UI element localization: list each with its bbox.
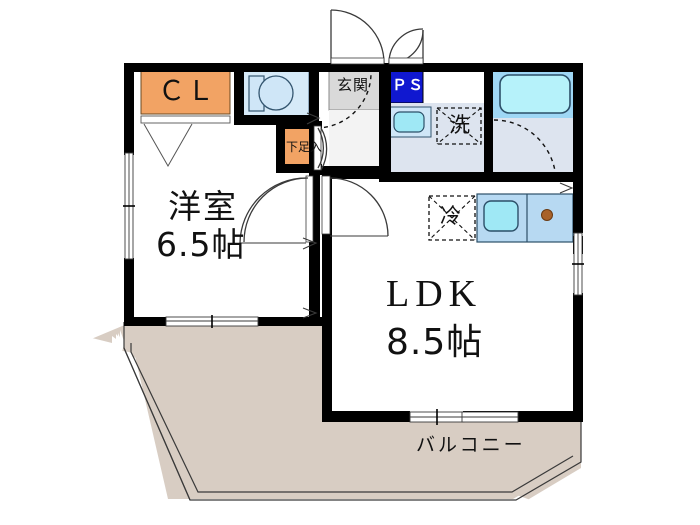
washer-space [436, 107, 482, 145]
entrance-genkan [328, 67, 383, 172]
window-ldk-right [572, 232, 584, 296]
hinge-markers [302, 112, 574, 319]
door-swings [239, 9, 424, 244]
door-pipe-space [388, 28, 424, 65]
sliding-door-bedroom-balcony [165, 315, 259, 328]
kitchen-counter [428, 193, 574, 243]
windows [123, 152, 584, 296]
room-label-washitsu-name: 洋室 [168, 187, 238, 226]
door-ldk-hall [321, 175, 389, 237]
fixture-label-shoe-box: 下足入 [286, 140, 323, 154]
door-toilet [315, 72, 372, 129]
room-label-washitsu-size: 6.5帖 [156, 225, 246, 264]
sliding-doors [165, 315, 519, 425]
fixture-label-balcony: バルコニー [416, 434, 526, 456]
fixture-label-closet: ＣＬ [158, 76, 216, 106]
bathroom-unit [492, 70, 578, 183]
fixture-label-entrance: 玄関 [337, 76, 370, 94]
sliding-door-ldk-balcony [409, 409, 519, 425]
fixture-label-washer: 洗 [449, 113, 470, 137]
closet-cl [140, 69, 231, 168]
door-entrance [330, 9, 385, 65]
door-entry-hall [313, 125, 328, 171]
toilet-room [242, 69, 310, 118]
balcony-railing [123, 322, 582, 501]
door-bedroom [239, 175, 314, 244]
window-bedroom-left [123, 152, 135, 260]
washroom-area [388, 103, 485, 175]
fixture-label-pipe-space: ＰＳ [392, 78, 425, 94]
fridge-space [428, 195, 476, 241]
fixture-label-fridge: 冷 [440, 204, 461, 228]
room-label-ldk-size: 8.5帖 [386, 322, 484, 363]
room-label-ldk-name: LDK [386, 273, 483, 315]
